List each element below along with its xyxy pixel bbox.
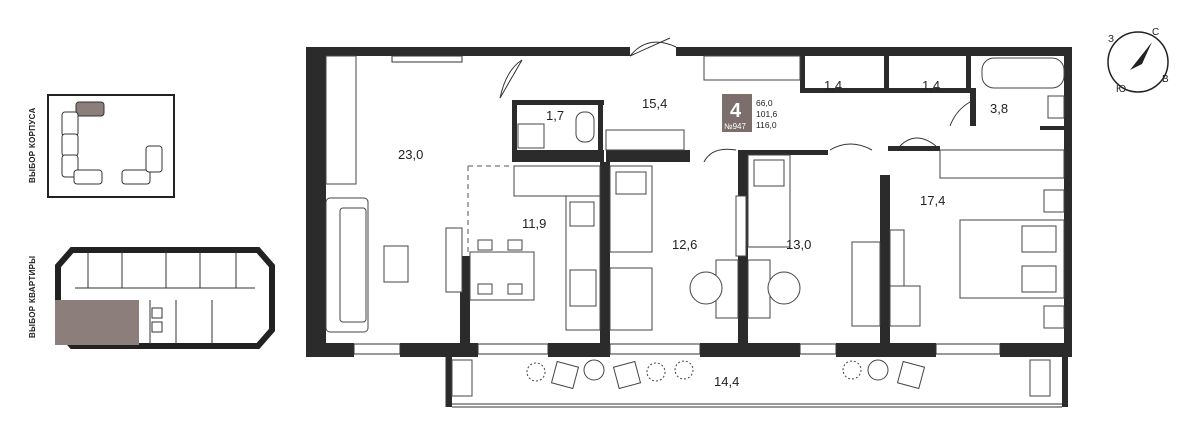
doors	[499, 37, 971, 163]
apartment-badge: 4 №947 66,0 101,6 116,0	[722, 94, 778, 132]
area-with-balcony: 116,0	[756, 120, 777, 130]
room-area-living: 23,0	[398, 147, 423, 162]
furniture	[325, 55, 1065, 397]
room-area-bedroom-2: 13,0	[786, 237, 811, 252]
room-area-bath: 3,8	[990, 101, 1008, 116]
room-area-kitchen: 11,9	[522, 216, 546, 231]
building-selector[interactable]	[47, 94, 175, 198]
room-area-wc: 1,7	[546, 108, 564, 123]
compass-arrow-icon	[1130, 42, 1152, 70]
area-total: 101,6	[756, 109, 778, 119]
building-selector-frame	[47, 94, 175, 198]
compass-south: Ю	[1116, 84, 1126, 95]
compass: С З В Ю	[1107, 27, 1169, 95]
selected-apartment[interactable]	[55, 300, 139, 345]
walls	[306, 47, 1072, 407]
floor-partitions	[75, 252, 255, 344]
compass-ring	[1107, 31, 1169, 93]
area-living: 66,0	[756, 98, 773, 108]
compass-east: В	[1162, 74, 1169, 85]
room-area-closet-2: 1,4	[922, 78, 940, 93]
room-area-hall: 15,4	[642, 96, 667, 111]
compass-west: З	[1108, 34, 1114, 45]
room-area-closet-1: 1,4	[824, 78, 842, 93]
room-area-balcony: 14,4	[714, 374, 739, 389]
room-area-bedroom-1: 12,6	[672, 237, 697, 252]
apartment-number: №947	[724, 122, 746, 131]
apartment-rooms: 4	[730, 100, 742, 122]
windows	[353, 55, 1062, 408]
compass-north: С	[1152, 27, 1159, 38]
apartment-selector[interactable]	[55, 247, 275, 349]
room-area-bedroom-master: 17,4	[920, 193, 945, 208]
apartment-plan: 23,0 1,7 15,4 1,4 1,4 3,8 11,9 12,6 13,0…	[306, 37, 1072, 408]
building-blocks	[61, 101, 163, 185]
